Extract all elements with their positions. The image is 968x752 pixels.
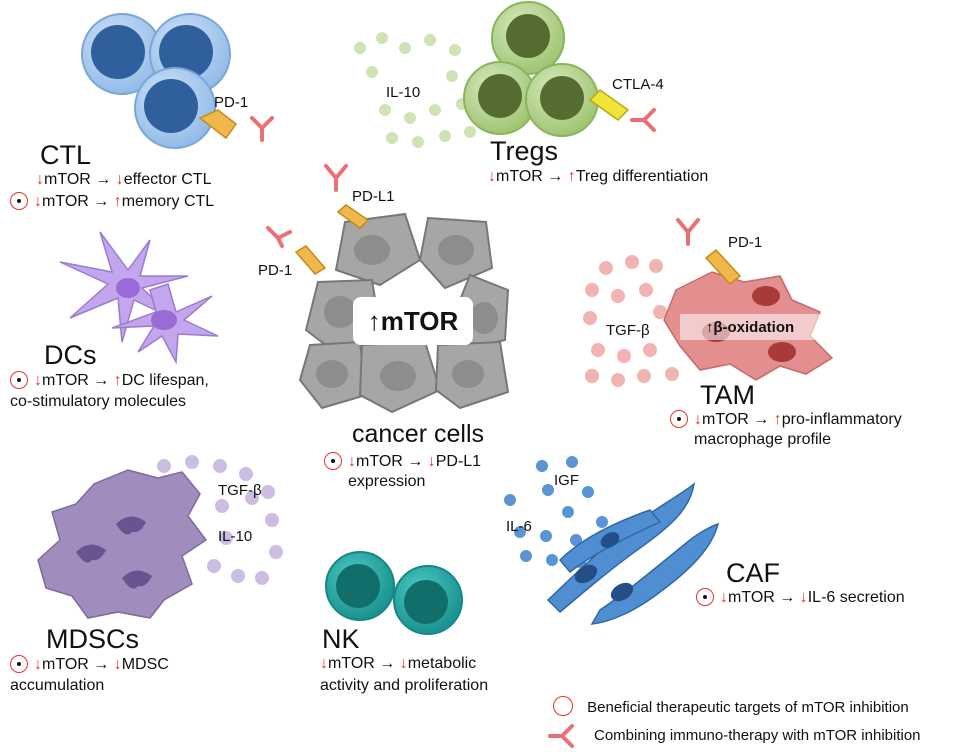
caf-il6-label: IL-6 [506, 518, 532, 535]
treg-cells [463, 1, 630, 137]
tam-title: TAM [700, 380, 755, 410]
beneficial-target-icon [670, 410, 688, 428]
caf-igf-label: IGF [554, 472, 579, 489]
ctl-cells [81, 13, 238, 149]
mdsc-line1-result: MDSC [121, 656, 169, 673]
dc-line1-text: mTOR [42, 372, 89, 389]
legend-item-2: Combining immuno-therapy with mTOR inhib… [584, 727, 921, 744]
cancer-receptors [294, 204, 370, 275]
treg-line1: ↓mTOR → ↑Treg differentiation [488, 168, 709, 185]
caf-line1-result: IL-6 secretion [807, 589, 905, 606]
ctl-pd1-label: PD-1 [214, 94, 249, 111]
mdsc-cells [37, 469, 208, 619]
tam-pd1-label: PD-1 [728, 234, 763, 251]
ctl-line1-text: mTOR [44, 171, 91, 188]
cancer-title: cancer cells [352, 420, 484, 448]
mdsc-line1-text: mTOR [42, 656, 89, 673]
legend-item-1-label: Beneficial therapeutic targets of mTOR i… [587, 699, 909, 716]
beneficial-target-icon [10, 371, 28, 389]
mdsc-line2: accumulation [10, 677, 105, 694]
tam-receptor [704, 248, 742, 286]
cancer-pd1-label: PD-1 [258, 262, 293, 279]
mdsc-line1: ↓mTOR → ↓MDSC [10, 655, 169, 674]
ctl-line1: ↓mTOR → ↓effector CTL [36, 171, 212, 188]
nk-line1-result: metabolic [407, 655, 477, 672]
ctl-line1-result: effector CTL [123, 171, 212, 188]
legend-antibody-icon [548, 724, 574, 748]
cancer-line2: expression [348, 473, 426, 490]
nk-line2: activity and proliferation [320, 677, 489, 694]
caf-cells [546, 481, 720, 625]
legend-item-2-label: Combining immuno-therapy with mTOR inhib… [594, 727, 921, 744]
tam-line1-result: pro-inflammatory [781, 411, 902, 428]
antibody-tam [676, 218, 700, 246]
mdsc-dots [157, 455, 283, 585]
cancer-nuclei [316, 235, 498, 391]
dc-title: DCs [44, 340, 97, 370]
il10-dots-tregs [354, 32, 476, 148]
treg-ctla4-label: CTLA-4 [612, 76, 664, 93]
ctl-line2-text: mTOR [42, 193, 89, 210]
beneficial-target-icon [324, 452, 342, 470]
antibody-treg [630, 108, 656, 132]
treg-il10-label: IL-10 [386, 84, 421, 101]
mdsc-tgfb-label: TGF-β [218, 482, 262, 499]
beneficial-target-icon [696, 588, 714, 606]
beneficial-target-icon [10, 192, 28, 210]
caf-title: CAF [726, 558, 780, 588]
cancer-line1-text: mTOR [356, 453, 403, 470]
tam-line1: ↓mTOR → ↑pro-inflammatory [670, 410, 902, 429]
dc-line1-result: DC lifespan, [121, 372, 209, 389]
mdsc-title: MDSCs [46, 624, 139, 654]
treg-line1-result: Treg differentiation [575, 168, 709, 185]
antibody-ctl [250, 116, 274, 142]
tam-beta-oxidation: ↑β-oxidation [680, 314, 820, 340]
caf-dots [504, 456, 608, 568]
legend-circle-icon [553, 696, 573, 716]
nk-cells [325, 551, 463, 635]
cancer-pdl1-label: PD-L1 [352, 188, 395, 205]
dc-nuclei [116, 278, 177, 330]
treg-title: Tregs [490, 136, 559, 166]
ctl-title: CTL [40, 140, 92, 170]
treg-line1-text: mTOR [496, 168, 543, 185]
nk-title: NK [322, 624, 360, 654]
tam-tgfb-label: TGF-β [606, 322, 650, 339]
legend-item-1: Beneficial therapeutic targets of mTOR i… [553, 696, 909, 716]
cancer-mtor-box: ↑mTOR [353, 297, 473, 345]
caf-line1-text: mTOR [728, 589, 775, 606]
dc-line2: co-stimulatory molecules [10, 393, 187, 410]
mdsc-il10-label: IL-10 [218, 528, 253, 545]
ctl-line2: ↓mTOR → ↑memory CTL [10, 192, 214, 211]
nk-line1-text: mTOR [328, 655, 375, 672]
tgfb-dots-tam [583, 255, 679, 387]
dc-line1: ↓mTOR → ↑DC lifespan, [10, 371, 209, 390]
tam-line1-text: mTOR [702, 411, 749, 428]
beneficial-target-icon [10, 655, 28, 673]
caf-line1: ↓mTOR → ↓IL-6 secretion [696, 588, 905, 607]
tam-line2: macrophage profile [694, 431, 831, 448]
nk-line1: ↓mTOR → ↓metabolic [320, 655, 477, 672]
caf-nuclei [574, 532, 634, 602]
cancer-line1: ↓mTOR → ↓PD-L1 [324, 452, 481, 471]
cancer-line1-result: PD-L1 [435, 453, 482, 470]
mdsc-nuclei [76, 516, 152, 589]
ctl-line2-result: memory CTL [121, 193, 215, 210]
antibody-cancer [266, 164, 348, 248]
